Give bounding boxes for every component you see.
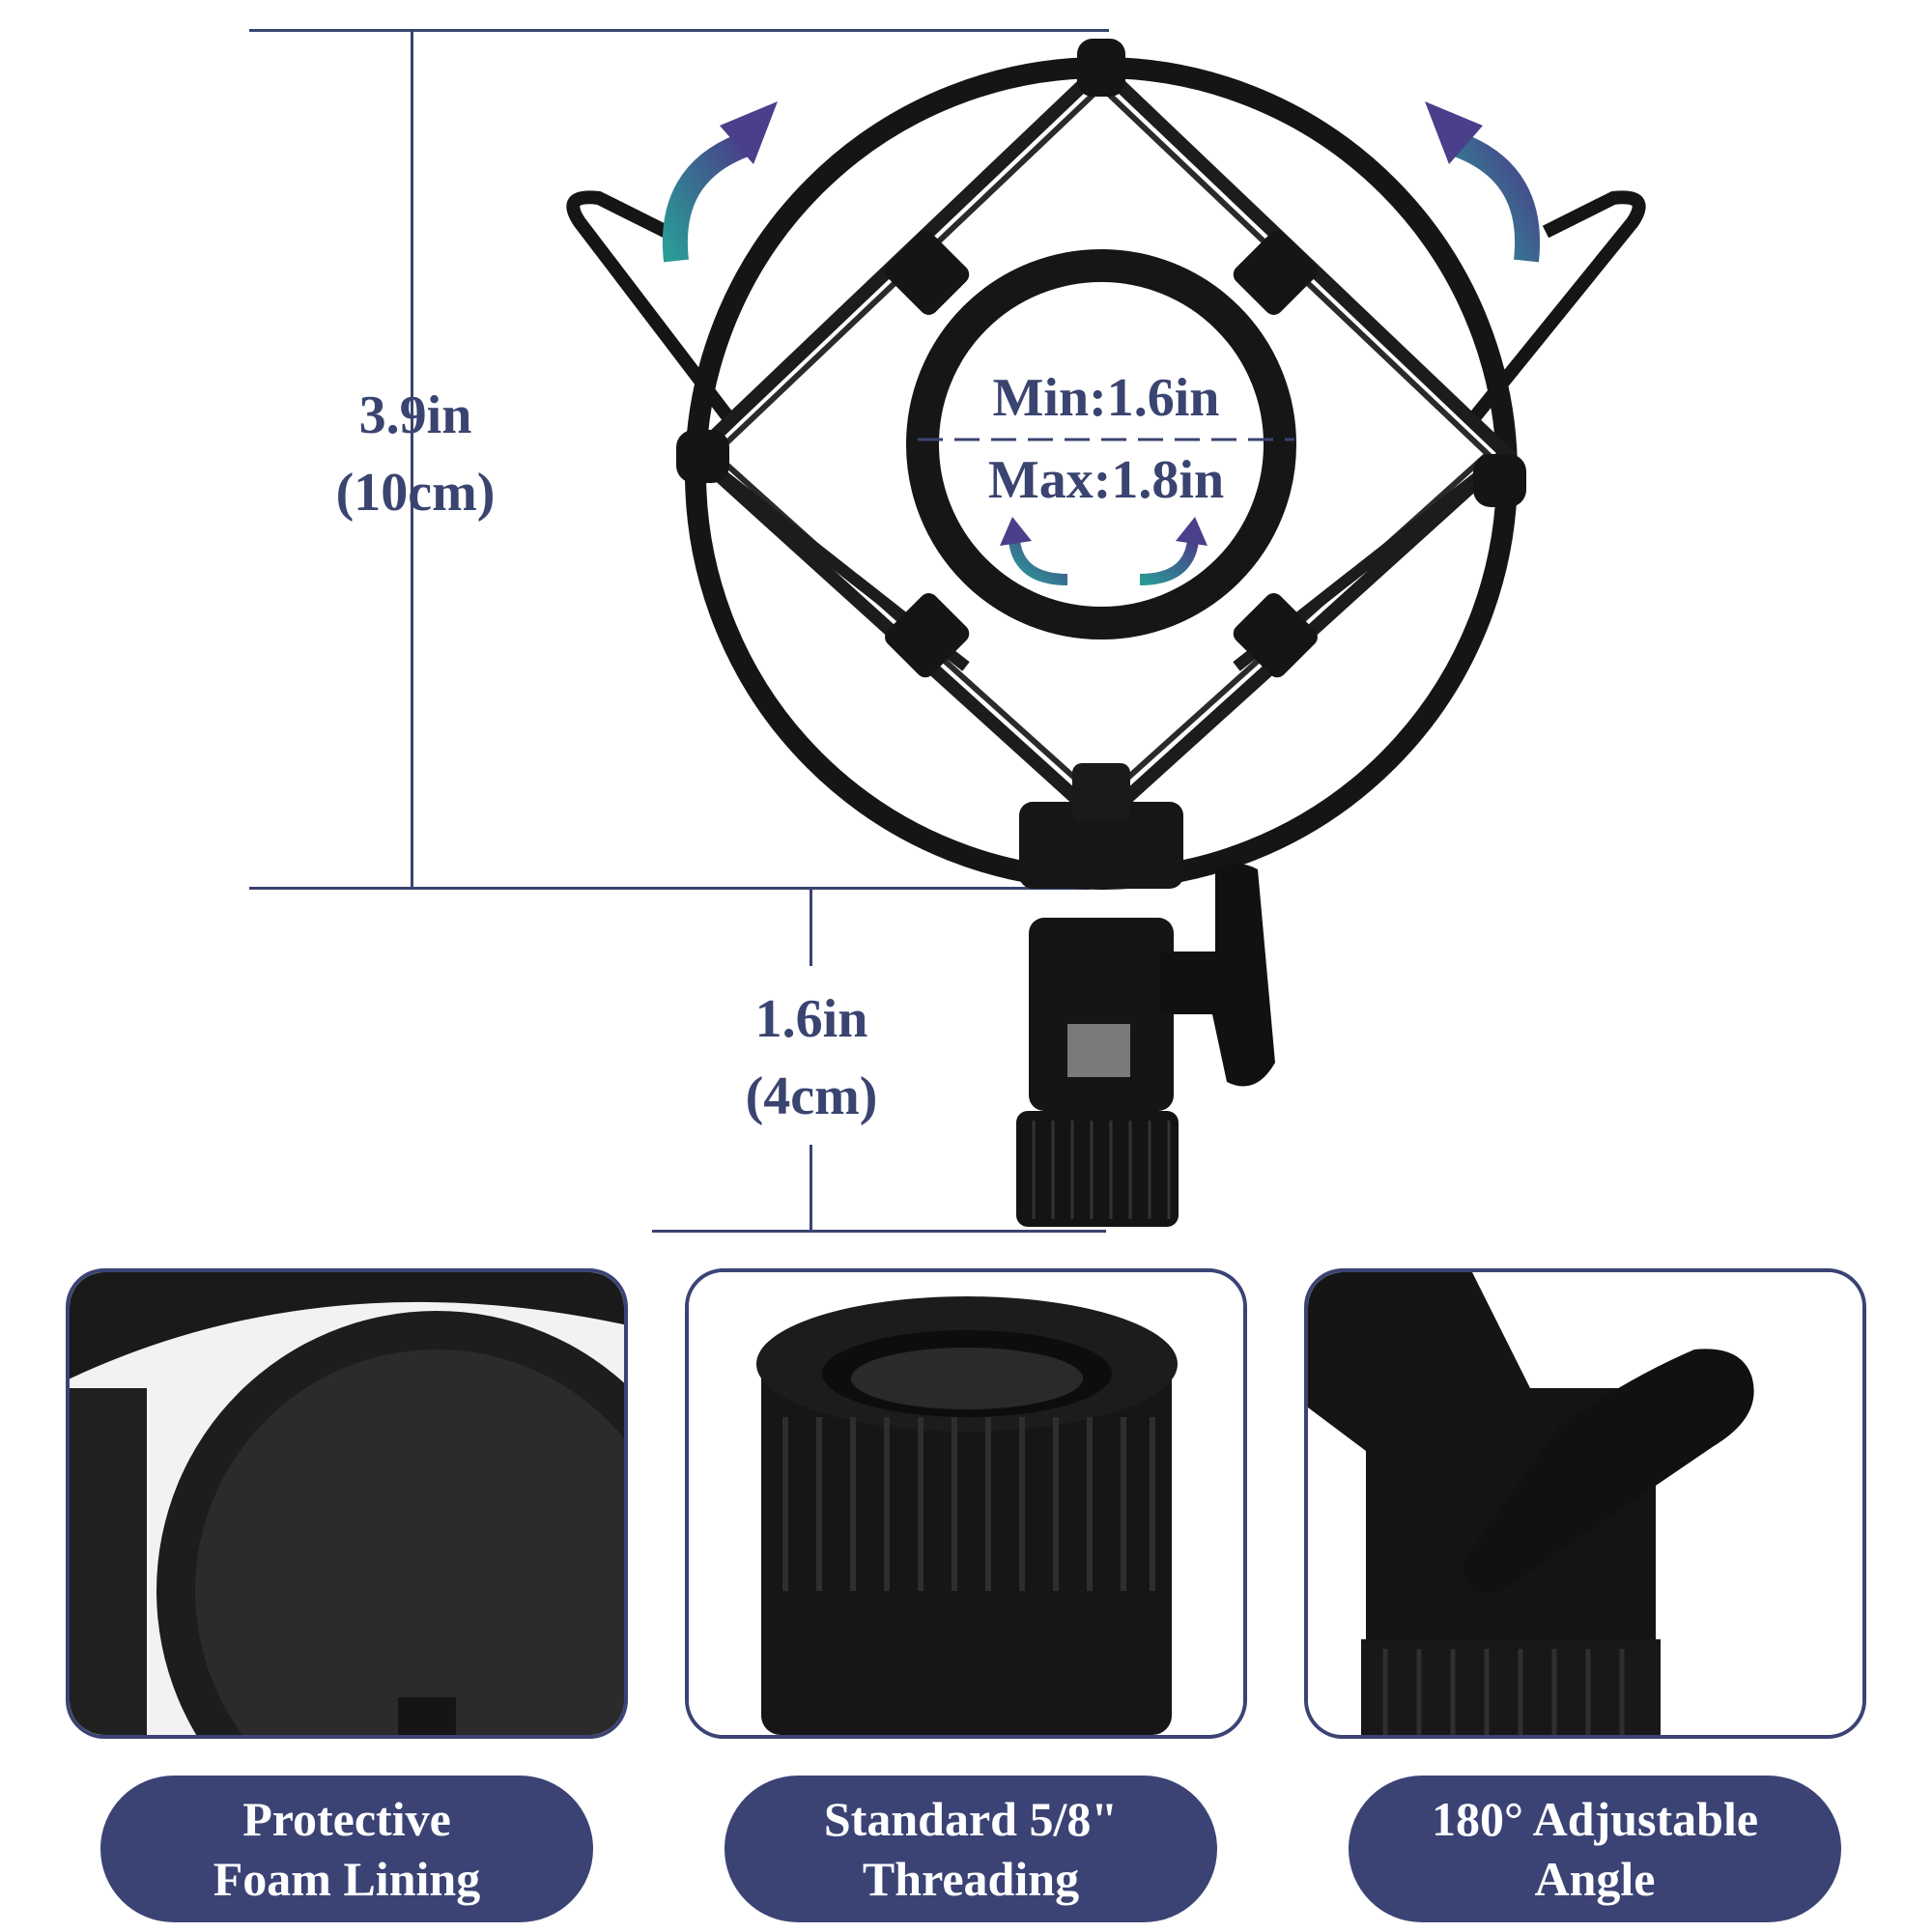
shock-mount-illustration: [566, 39, 1646, 1227]
feature-3-line1: 180° Adjustable: [1431, 1792, 1759, 1846]
feature-1-line1: Protective: [242, 1792, 451, 1846]
right-wire-loop: [1463, 190, 1646, 430]
inner-left-arrow: [1009, 539, 1068, 585]
hinge-body: [1029, 918, 1174, 1111]
adapter-dimension-vertical-bottom: [810, 1145, 812, 1232]
panel-adjustable-angle: [1304, 1268, 1866, 1739]
adjustable-angle-image: [1308, 1272, 1862, 1735]
height-cm: (10cm): [335, 463, 496, 523]
clip-right: [1473, 454, 1526, 507]
adapter-dimension-vertical-top: [810, 887, 812, 966]
mount-block: [1019, 802, 1183, 889]
foam-lining-image: [70, 1272, 624, 1735]
mid-dimension-line: [249, 887, 1090, 890]
clip-ll: [885, 593, 970, 678]
inner-max-label: Max:1.8in: [987, 450, 1225, 510]
clip-lr: [1233, 593, 1318, 678]
panel-threading: [685, 1268, 1247, 1739]
clip-left: [676, 430, 729, 483]
clip-top: [1077, 39, 1125, 97]
inner-right-arrow: [1139, 539, 1199, 585]
clip-ur: [1233, 230, 1318, 315]
feature-pill-adjustable-angle: 180° Adjustable Angle: [1349, 1776, 1841, 1922]
adapter-cm: (4cm): [745, 1066, 878, 1126]
feature-1-line2: Foam Lining: [213, 1852, 481, 1906]
bottom-dimension-line: [652, 1230, 1106, 1233]
height-dimension-vertical: [411, 29, 413, 889]
feature-2-line2: Threading: [862, 1852, 1080, 1906]
inner-foam-ring: [906, 249, 1296, 639]
threaded-collar: [1016, 1111, 1179, 1227]
feature-2-line1: Standard 5/8": [823, 1792, 1119, 1846]
height-dimension-label: 3.9in (10cm): [270, 377, 560, 531]
clip-ul: [885, 230, 970, 315]
feature-pill-threading: Standard 5/8" Threading: [724, 1776, 1217, 1922]
feature-3-line2: Angle: [1534, 1852, 1656, 1906]
threading-image: [689, 1272, 1243, 1735]
top-dimension-line: [249, 29, 1109, 32]
right-rotate-arrow: [1454, 132, 1541, 263]
left-wire-loop: [566, 190, 740, 430]
adjust-knob: [1159, 864, 1275, 1087]
height-inches: 3.9in: [358, 385, 472, 445]
adapter-dimension-label: 1.6in (4cm): [667, 980, 956, 1135]
left-rotate-arrow: [662, 132, 749, 263]
panel-foam-lining: [66, 1268, 628, 1739]
adapter-inches: 1.6in: [754, 989, 868, 1049]
feature-pill-foam-lining: Protective Foam Lining: [100, 1776, 593, 1922]
inner-min-label: Min:1.6in: [992, 368, 1220, 428]
